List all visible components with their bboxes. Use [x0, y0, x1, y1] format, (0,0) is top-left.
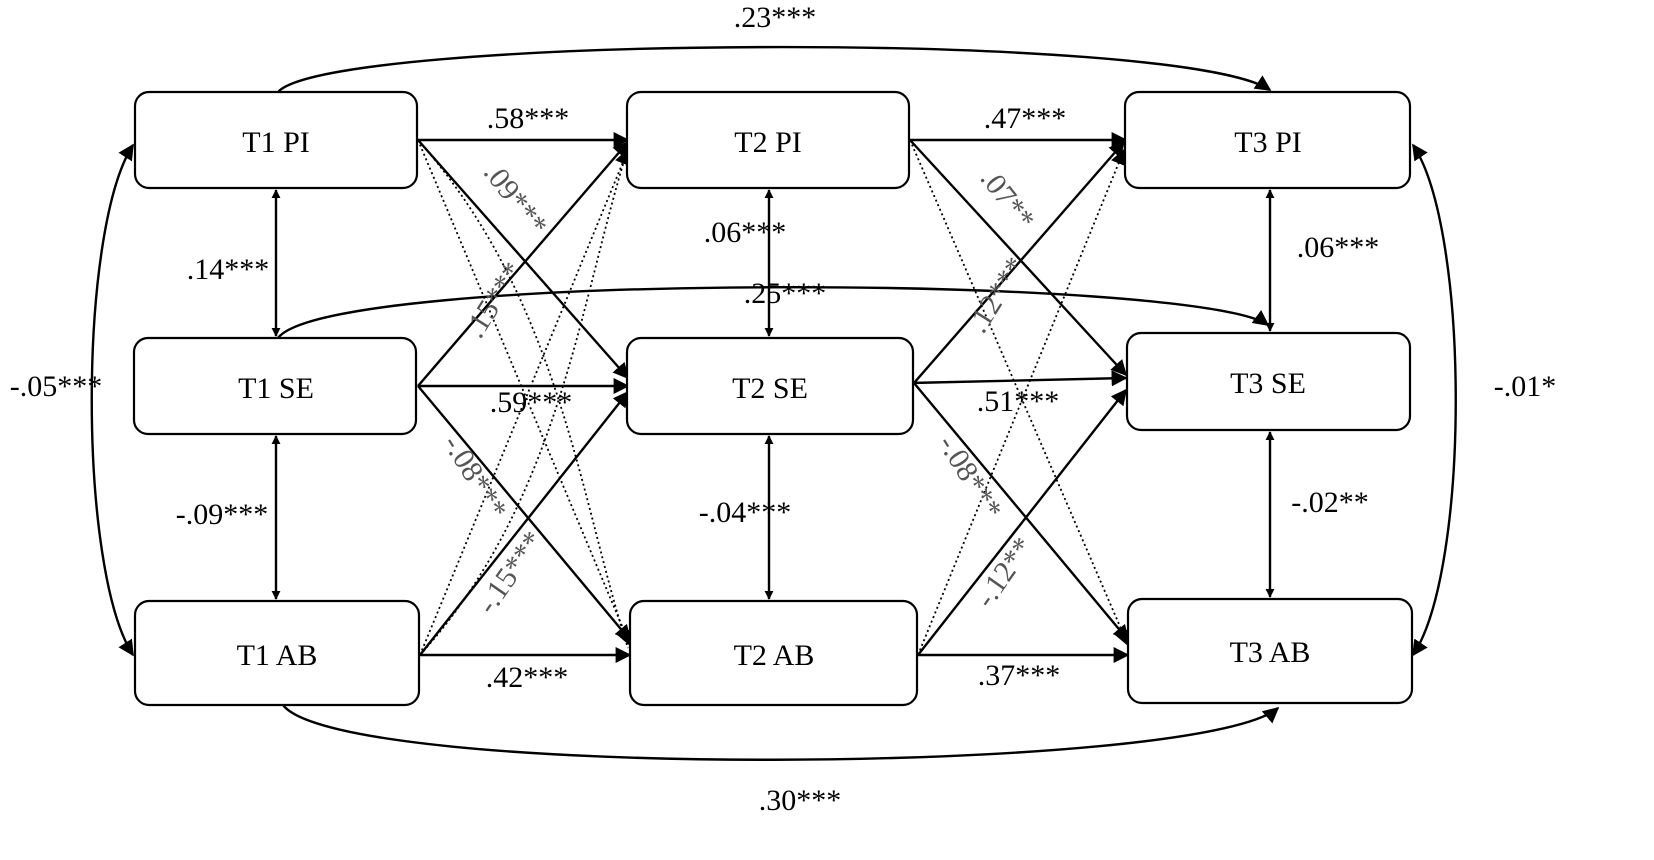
path-t2se-t3se	[909, 370, 1128, 387]
path-t1pi-t2se	[417, 139, 630, 380]
coef-t1ab-t3ab: .30***	[759, 784, 842, 817]
coef-t3pi-t3ab: -.01*	[1494, 370, 1557, 403]
node-t3-ab: T3 AB	[1126, 597, 1414, 705]
path-t1ab-t2pi-ns-curve	[419, 147, 629, 656]
svg-text:T1 PI: T1 PI	[242, 126, 310, 159]
coef-t1ab-t2ab: .42***	[486, 661, 569, 694]
node-t2-pi: T2 PI	[625, 90, 911, 190]
path-t1ab-t2pi-ns	[419, 148, 630, 656]
svg-text:T3 AB: T3 AB	[1230, 636, 1311, 669]
coef-t2se-t3se: .51***	[977, 385, 1060, 418]
path-t1se-t2pi	[417, 140, 630, 387]
svg-text:T2 PI: T2 PI	[734, 126, 802, 159]
svg-text:T3 PI: T3 PI	[1234, 126, 1302, 159]
node-t2-ab: T2 AB	[628, 599, 919, 707]
coef-t2se-t2ab: -.04***	[699, 496, 792, 529]
coef-t1se-t2se: .59***	[490, 386, 573, 419]
coef-t1pi-t2se: .09***	[477, 156, 554, 241]
coef-t1pi-t1se: .14***	[187, 253, 270, 286]
path-t2pi-t3se	[909, 139, 1128, 377]
svg-text:T1 SE: T1 SE	[238, 372, 314, 405]
coef-t1se-t2ab: -.08***	[437, 429, 514, 525]
coef-t1pi-t1ab: -.05***	[10, 370, 103, 403]
coef-t2ab-t3se: -.12**	[968, 531, 1039, 613]
coef-t1pi-t3pi: .23***	[734, 1, 817, 34]
node-t1-se: T1 SE	[132, 336, 418, 436]
coef-t2ab-t3ab: .37***	[978, 659, 1061, 692]
path-t1se-t2ab	[417, 385, 632, 642]
coef-t2pi-t2se: .06***	[704, 216, 787, 249]
coef-t3pi-t3se: .06***	[1297, 231, 1380, 264]
svg-text:T1 AB: T1 AB	[237, 639, 318, 672]
node-t2-se: T2 SE	[625, 336, 915, 436]
node-t3-se: T3 SE	[1125, 331, 1412, 432]
path-t2se-t3ab	[913, 382, 1130, 642]
path-t2pi-t3ab-ns	[909, 139, 1130, 647]
svg-text:T2 AB: T2 AB	[734, 639, 815, 672]
coef-t1se-t1ab: -.09***	[176, 498, 269, 531]
svg-text:T2 SE: T2 SE	[732, 372, 808, 405]
cov-t1pi-t1ab	[90, 143, 135, 657]
coef-t1se-t2pi: .15***	[458, 256, 530, 343]
path-t1pi-t2ab-ns-curve	[417, 139, 629, 649]
path-t1pi-t2ab-ns	[417, 139, 632, 647]
coef-t1se-t3se: .25***	[744, 277, 827, 310]
coef-t2se-t3pi: .12***	[961, 251, 1033, 338]
node-t1-ab: T1 AB	[133, 599, 421, 707]
coef-t1pi-t2pi: .58***	[487, 102, 570, 135]
node-t1-pi: T1 PI	[133, 90, 419, 190]
coef-t2pi-t3pi: .47***	[984, 102, 1067, 135]
svg-text:T3 SE: T3 SE	[1230, 367, 1306, 400]
coef-t2se-t3ab: -.08***	[932, 429, 1009, 525]
node-t3-pi: T3 PI	[1123, 90, 1412, 190]
path-t1ab-t3ab	[282, 704, 1280, 761]
path-t1pi-t3pi	[277, 45, 1272, 93]
path-t2ab-t3pi-ns	[917, 148, 1126, 656]
coef-t3se-t3ab: -.02**	[1291, 486, 1369, 519]
cov-t3pi-t3ab	[1412, 143, 1457, 657]
path-t1ab-t2se	[419, 390, 629, 656]
path-t2ab-t3se	[917, 388, 1127, 656]
coef-t2pi-t3se: .07**	[974, 162, 1042, 236]
path-t2se-t3pi	[913, 140, 1126, 384]
